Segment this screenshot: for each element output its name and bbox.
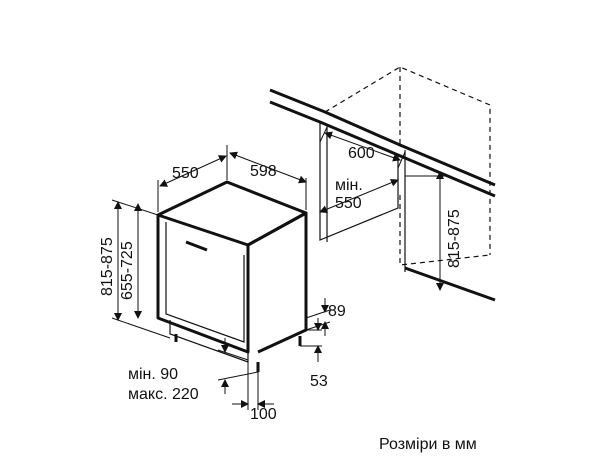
label-815-875-left: 815-875 <box>99 237 116 296</box>
dim-plinth: мін. 90 макс. 220 <box>128 338 259 403</box>
dim-niche-width: 600 <box>319 124 406 169</box>
plinth-inner <box>171 323 247 353</box>
dishwasher-body <box>156 180 308 372</box>
label-max-220: макс. 220 <box>128 386 199 403</box>
dim-height-inner: 655-725 <box>119 203 142 319</box>
niche-back-box <box>324 66 491 255</box>
label-min: мін. <box>335 177 363 194</box>
label-550: 550 <box>172 165 199 182</box>
front-face <box>156 215 250 354</box>
dim-height-outer: 815-875 <box>99 199 171 339</box>
dim-100: 100 <box>232 362 277 423</box>
dim-depth: 550 <box>157 145 228 212</box>
door-handle <box>185 240 208 252</box>
niche-back-right <box>399 195 491 266</box>
dim-53: 53 <box>300 318 328 390</box>
worktop-edge-upper <box>269 88 496 187</box>
label-53: 53 <box>310 373 328 390</box>
label-niche-815-875: 815-875 <box>446 209 463 268</box>
dim-89: 89 <box>305 298 346 336</box>
floor-line <box>404 266 496 302</box>
label-655-725: 655-725 <box>119 241 136 300</box>
dim-niche-depth: мін. 550 <box>319 168 399 214</box>
plinth <box>169 320 249 363</box>
label-niche-550: 550 <box>335 195 362 212</box>
dim-niche-height: 815-875 <box>405 171 463 291</box>
dim-width: 598 <box>229 151 307 210</box>
label-100: 100 <box>250 406 277 423</box>
door-panel <box>165 222 245 343</box>
side-face <box>247 211 308 354</box>
label-598: 598 <box>250 163 277 180</box>
label-600: 600 <box>348 145 375 162</box>
worktop-edge-lower <box>269 100 496 198</box>
label-89: 89 <box>328 303 346 320</box>
top-face <box>156 180 308 247</box>
units-caption: Розміри в мм <box>379 436 477 453</box>
label-min-90: мін. 90 <box>128 366 178 383</box>
